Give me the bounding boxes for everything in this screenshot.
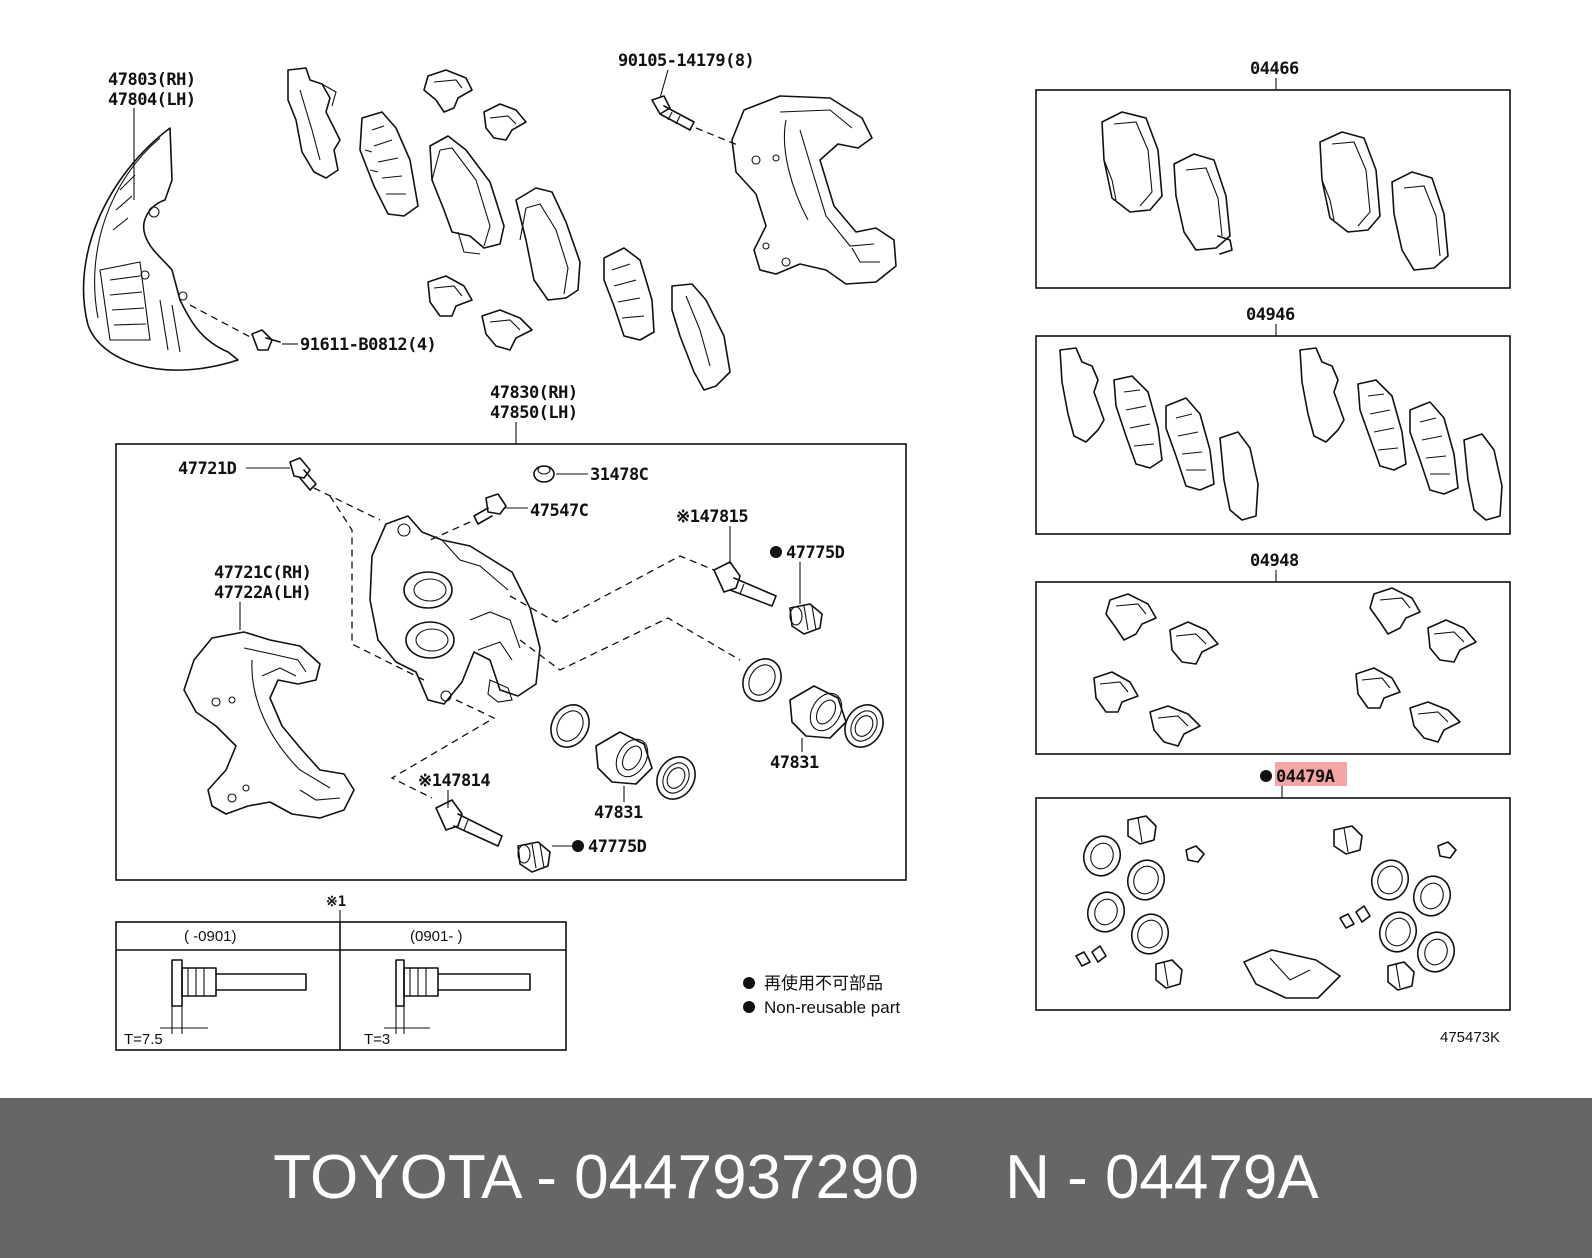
piston-center-drawing: [595, 731, 653, 785]
brake-pad-2-drawing: [515, 187, 581, 301]
label-bleeder2: 47547C: [530, 501, 588, 521]
brake-pad-1-drawing: [429, 135, 505, 255]
label-boot-upper: 47775D: [786, 543, 845, 563]
pin-detail-right-drawing: [384, 959, 531, 1034]
legend-jp: 再使用不可部品: [764, 973, 883, 993]
label-shield-rh: 47803(RH): [108, 70, 196, 90]
pad-clip-4-drawing: [481, 309, 533, 351]
shim-kit-drawing: [1059, 347, 1503, 521]
caliper-assembly-frame: [115, 443, 907, 881]
label-caliper-lh: 47850(LH): [490, 403, 578, 423]
label-caliper-rh: 47830(RH): [490, 383, 578, 403]
boot-upper-drawing: [789, 603, 823, 635]
label-pad-kit: 04466: [1250, 59, 1299, 79]
screw-shield-drawing: [189, 304, 281, 351]
pad-clip-3-drawing: [427, 275, 473, 317]
label-shim-kit: 04946: [1246, 305, 1295, 325]
pad-clip-2-drawing: [483, 103, 527, 141]
seal-kit-frame: [1035, 797, 1511, 1011]
legend-dot-jp: [743, 977, 755, 989]
pin-detail-left-drawing: [160, 959, 307, 1034]
non-reusable-mark: [1260, 770, 1272, 782]
detail-t-right: T=3: [364, 1031, 390, 1048]
piston-right-drawing: [789, 685, 847, 739]
shim-kit-frame: [1035, 335, 1511, 535]
detail-col-left: ( -0901): [184, 928, 237, 945]
mounting-top-drawing: [731, 95, 897, 285]
boot-ring-center-drawing: [656, 756, 696, 800]
slide-pin-lower-drawing: [435, 799, 503, 847]
seal-kit-drawing: [1075, 815, 1457, 999]
seal-ring-upper-drawing: [742, 658, 782, 702]
pad-kit-drawing: [1101, 111, 1449, 271]
label-seal-kit: 04479A: [1276, 767, 1335, 787]
footer-part-info: TOYOTA - 0447937290 N - 04479A: [273, 1143, 1319, 1212]
legend-dot-en: [743, 1001, 755, 1013]
cap-drawing: [533, 465, 555, 483]
pad-kit-frame: [1035, 89, 1511, 289]
non-reusable-mark: [770, 546, 782, 558]
slide-pin-upper-drawing: [713, 561, 777, 607]
outer-shim-2-drawing: [671, 283, 731, 391]
boot-ring-right-drawing: [844, 704, 884, 748]
caliper-guide-lines: [329, 495, 741, 799]
outer-shim-drawing: [287, 67, 341, 179]
parts-diagram: 47803(RH) 47804(LH) 90105-14179(8) 91611…: [82, 51, 1511, 1051]
label-pin-upper: ※147815: [676, 507, 748, 527]
label-note-mark: ※1: [326, 894, 346, 910]
label-boot-lower: 47775D: [588, 837, 647, 857]
mounting-left-drawing: [183, 631, 355, 819]
diagram-code: 475473K: [1440, 1029, 1500, 1046]
bleeder-drawing: [289, 457, 381, 521]
legend-en: Non-reusable part: [764, 998, 900, 1017]
label-clip-kit: 04948: [1250, 551, 1299, 571]
clip-kit-drawing: [1093, 587, 1477, 747]
detail-table-frame: [115, 921, 567, 1051]
leader-bolt-top: [659, 69, 669, 99]
caliper-body-drawing: [369, 515, 541, 705]
footer-banner: TOYOTA - 0447937290 N - 04479A: [0, 1098, 1592, 1258]
label-cap: 31478C: [590, 465, 648, 485]
bolt-top-drawing: [651, 95, 741, 147]
dust-shield-drawing: [82, 127, 239, 371]
non-reusable-mark: [572, 840, 584, 852]
anti-squeal-shim-drawing: [359, 111, 419, 217]
label-shield-lh: 47804(LH): [108, 90, 196, 110]
label-pin-lower: ※147814: [418, 771, 490, 791]
anti-squeal-shim-2-drawing: [603, 247, 655, 341]
label-piston-right: 47831: [770, 753, 819, 773]
label-bolt-top: 90105-14179(8): [618, 51, 754, 71]
label-screw-shield: 91611-B0812(4): [300, 335, 436, 355]
pad-clip-1-drawing: [423, 69, 473, 113]
label-mount-rh: 47721C(RH): [214, 563, 311, 583]
seal-kit-highlight: [1275, 762, 1347, 786]
boot-lower-drawing: [517, 841, 551, 873]
detail-col-right: (0901- ): [410, 928, 463, 945]
label-mount-lh: 47722A(LH): [214, 583, 311, 603]
clip-kit-frame: [1035, 581, 1511, 755]
seal-ring-lower-drawing: [550, 704, 590, 748]
label-bleeder: 47721D: [178, 459, 237, 479]
label-piston-center: 47831: [594, 803, 643, 823]
detail-t-left: T=7.5: [124, 1031, 163, 1048]
bleeder2-drawing: [429, 493, 507, 541]
